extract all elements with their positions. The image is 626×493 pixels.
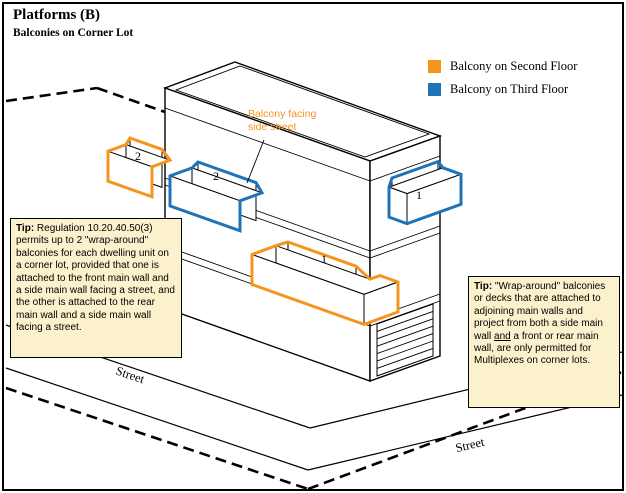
tip-body-before: "Wrap-around" balconies or decks that ar… [474, 281, 606, 342]
tip-underlined-word: and [494, 330, 511, 342]
tip-box-right: Tip: "Wrap-around" balconies or decks th… [468, 276, 620, 408]
balcony-label-rear-side: 2 [135, 149, 141, 163]
balcony-wraparound-orange [250, 240, 400, 326]
balcony-label-front-right: 1 [416, 188, 422, 202]
tip-box-left: Tip: Regulation 10.20.40.50(3) permits u… [10, 218, 182, 358]
tip-body-after: a front or rear main wall, are only perm… [474, 330, 599, 367]
balcony-rear-side-orange [106, 136, 173, 199]
legend-label: Balcony on Third Floor [450, 82, 569, 96]
page-subtitle: Balconies on Corner Lot [13, 27, 134, 39]
tip-prefix: Tip: [474, 281, 493, 292]
annotation-line1: Balcony facing [248, 108, 317, 120]
balcony-label-wraparound: 1 [321, 252, 327, 266]
legend-item-second-floor: Balcony on Second Floor [428, 59, 577, 74]
balcony-annotation: Balcony facing side street [248, 108, 316, 134]
legend-label: Balcony on Second Floor [450, 59, 578, 73]
tip-prefix: Tip: [16, 223, 35, 234]
page-title: Platforms (B) [13, 7, 101, 23]
legend-swatch-blue [428, 83, 441, 96]
balcony-front-right-blue [387, 159, 463, 226]
legend-swatch-orange [428, 60, 441, 73]
annotation-leader-line [246, 139, 265, 184]
legend-item-third-floor: Balcony on Third Floor [428, 82, 577, 97]
garage-door [376, 303, 434, 377]
legend: Balcony on Second Floor Balcony on Third… [428, 59, 577, 105]
tip-body: Regulation 10.20.40.50(3) permits up to … [16, 223, 175, 334]
balcony-label-front-left: 2 [213, 169, 219, 183]
balcony-front-left-blue [168, 160, 265, 233]
annotation-line2: side street [248, 120, 297, 133]
roof-parapet-inner [174, 65, 431, 158]
